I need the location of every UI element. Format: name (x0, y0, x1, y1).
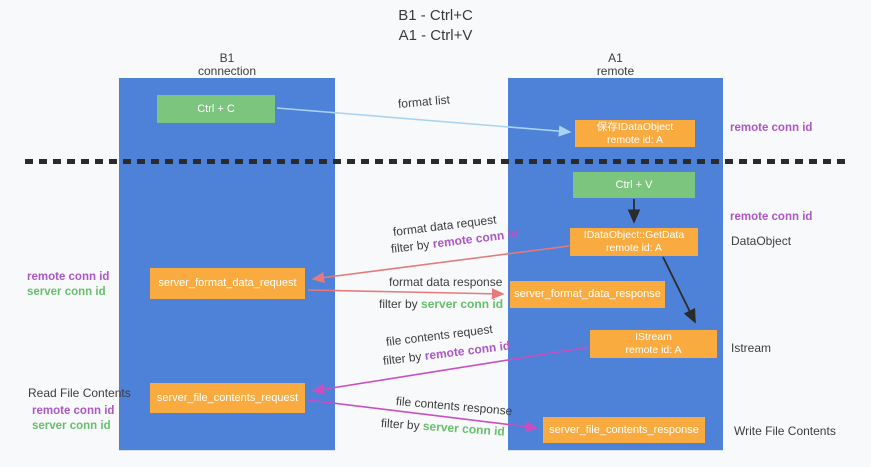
edge-label-file-contents-response: file contents response (395, 394, 513, 419)
right-remote-conn-id-2: remote conn id (730, 211, 813, 223)
node-istream-line2: remote id: A (625, 344, 682, 356)
arrow-format-data-response (307, 288, 505, 300)
node-save-idataobject-line1: 保存IDataObject (596, 120, 674, 133)
node-ctrl-v-label: Ctrl + V (615, 178, 653, 191)
node-ctrl-v: Ctrl + V (573, 172, 695, 198)
node-server-format-data-request-label: server_format_data_request (158, 277, 297, 289)
edge-label-filter-server-2: filter by server conn id (381, 416, 506, 439)
side-label-istream: Istream (731, 341, 772, 355)
edge-label-filter-server-1: filter by server conn id (379, 297, 503, 311)
node-save-idataobject: 保存IDataObject remote id: A (575, 120, 695, 147)
server-conn-id-text: server conn id (422, 418, 506, 439)
node-server-format-data-response-label: server_format_data_response (514, 288, 661, 300)
filter-by-text: filter by (382, 348, 426, 368)
node-save-idataobject-line2: remote id: A (606, 133, 664, 146)
left-remote-conn-id-2: remote conn id (32, 405, 115, 417)
node-istream: IStream remote id: A (590, 330, 717, 358)
title-line-1: B1 - Ctrl+C (398, 7, 473, 24)
side-label-dataobject: DataObject (731, 234, 792, 248)
diagram-title: B1 - Ctrl+C A1 - Ctrl+V (0, 6, 871, 46)
lane-a1-subtitle: remote (596, 64, 635, 78)
filter-by-text: filter by (380, 416, 424, 433)
edge-label-format-data-response: format data response (389, 275, 503, 289)
edge-label-format-list: format list (397, 92, 451, 111)
node-ctrl-c: Ctrl + C (157, 95, 275, 123)
node-server-file-contents-request-label: server_file_contents_request (156, 391, 299, 404)
filter-by-text: filter by (379, 297, 422, 311)
node-ctrl-c-label: Ctrl + C (197, 102, 235, 115)
node-istream-line1: IStream (635, 331, 672, 343)
title-line-2: A1 - Ctrl+V (398, 27, 473, 44)
side-label-read-file-contents: Read File Contents (28, 386, 131, 400)
lane-b1-subtitle: connection (197, 64, 257, 78)
left-server-conn-id-2: server conn id (32, 420, 111, 432)
lane-b1-title: B1 (219, 51, 235, 65)
node-getdata-line2: remote id: A (605, 242, 663, 254)
node-server-file-contents-response-label: server_file_contents_response (549, 423, 699, 436)
node-getdata-line1: IDataObject::GetData (583, 229, 685, 241)
node-server-file-contents-request: server_file_contents_request (150, 383, 305, 413)
node-idataobject-getdata: IDataObject::GetData remote id: A (570, 228, 698, 256)
lane-a1-title: A1 (608, 51, 623, 65)
left-remote-conn-id-1: remote conn id (27, 271, 110, 283)
node-server-file-contents-response: server_file_contents_response (543, 417, 705, 443)
session-divider-dashed-line (25, 159, 847, 164)
side-label-write-file-contents: Write File Contents (734, 424, 836, 438)
lane-header-b1: B1 connection (119, 52, 335, 78)
node-server-format-data-response: server_format_data_response (510, 281, 665, 308)
left-server-conn-id-1: server conn id (27, 286, 106, 298)
server-conn-id-text: server conn id (421, 297, 504, 311)
lane-header-a1: A1 remote (508, 52, 723, 78)
node-server-format-data-request: server_format_data_request (150, 268, 305, 299)
right-remote-conn-id-1: remote conn id (730, 122, 813, 134)
filter-by-text: filter by (390, 236, 434, 256)
